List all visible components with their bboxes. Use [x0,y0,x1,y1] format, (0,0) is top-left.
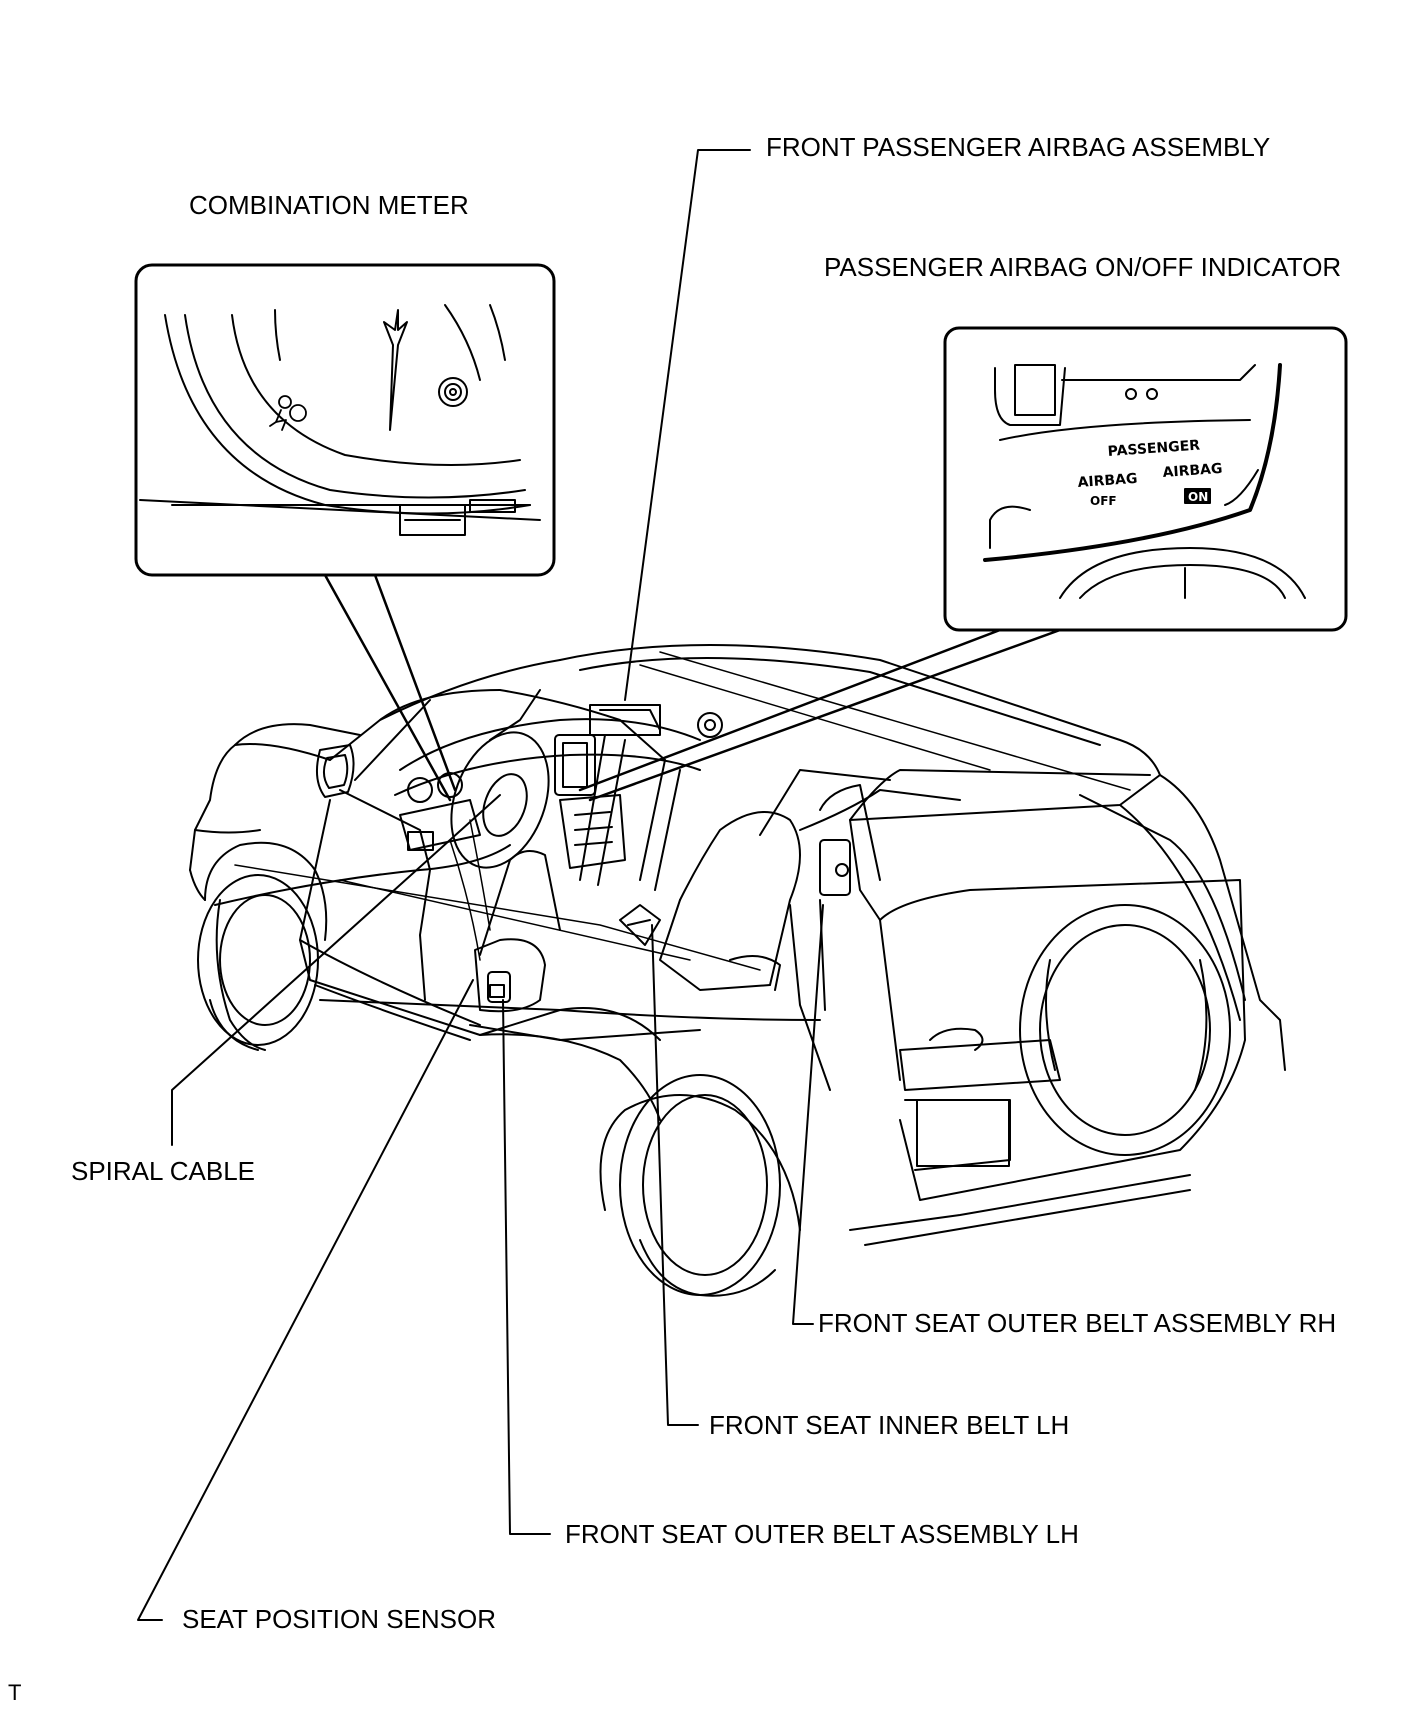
indicator-passenger-text: PASSENGER [1107,438,1201,460]
vehicle-body [189,644,1286,1297]
corner-mark: T [8,1680,22,1705]
label-front-seat-outer-belt-rh: FRONT SEAT OUTER BELT ASSEMBLY RH [818,1308,1337,1338]
rear-wheel [599,1074,801,1297]
front-seats [474,811,801,1013]
leader-front-seat-outer-belt-lh [502,999,551,1535]
label-front-passenger-airbag: FRONT PASSENGER AIRBAG ASSEMBLY [766,132,1271,162]
leader-spiral-cable [171,794,501,1146]
label-passenger-airbag-indicator: PASSENGER AIRBAG ON/OFF INDICATOR [824,252,1342,282]
indicator-airbag-left-text: AIRBAG [1077,471,1138,491]
dashboard [394,704,723,869]
front-wheel [197,874,319,1051]
label-front-seat-outer-belt-lh: FRONT SEAT OUTER BELT ASSEMBLY LH [565,1519,1079,1549]
passenger-airbag-indicator-inset [943,326,1348,632]
airbag-warning-icon [269,395,307,431]
combination-meter-inset [134,263,556,577]
leader-front-seat-outer-belt-rh [792,904,824,1325]
label-seat-position-sensor: SEAT POSITION SENSOR [182,1604,496,1634]
rear-hatch [849,774,1286,1246]
spare-tire [1019,904,1231,1156]
indicator-on-text: ON [1188,490,1208,504]
indicator-off-text: OFF [1090,494,1117,508]
label-front-seat-inner-belt-lh: FRONT SEAT INNER BELT LH [709,1410,1070,1440]
leader-front-seat-inner-belt-lh [651,924,699,1426]
leader-front-passenger-airbag [624,149,751,701]
label-spiral-cable: SPIRAL CABLE [71,1156,256,1186]
leader-seat-position-sensor [137,979,474,1621]
indicator-airbag-right-text: AIRBAG [1162,461,1223,481]
label-combination-meter: COMBINATION METER [189,190,469,220]
steering-wheel [450,689,550,869]
